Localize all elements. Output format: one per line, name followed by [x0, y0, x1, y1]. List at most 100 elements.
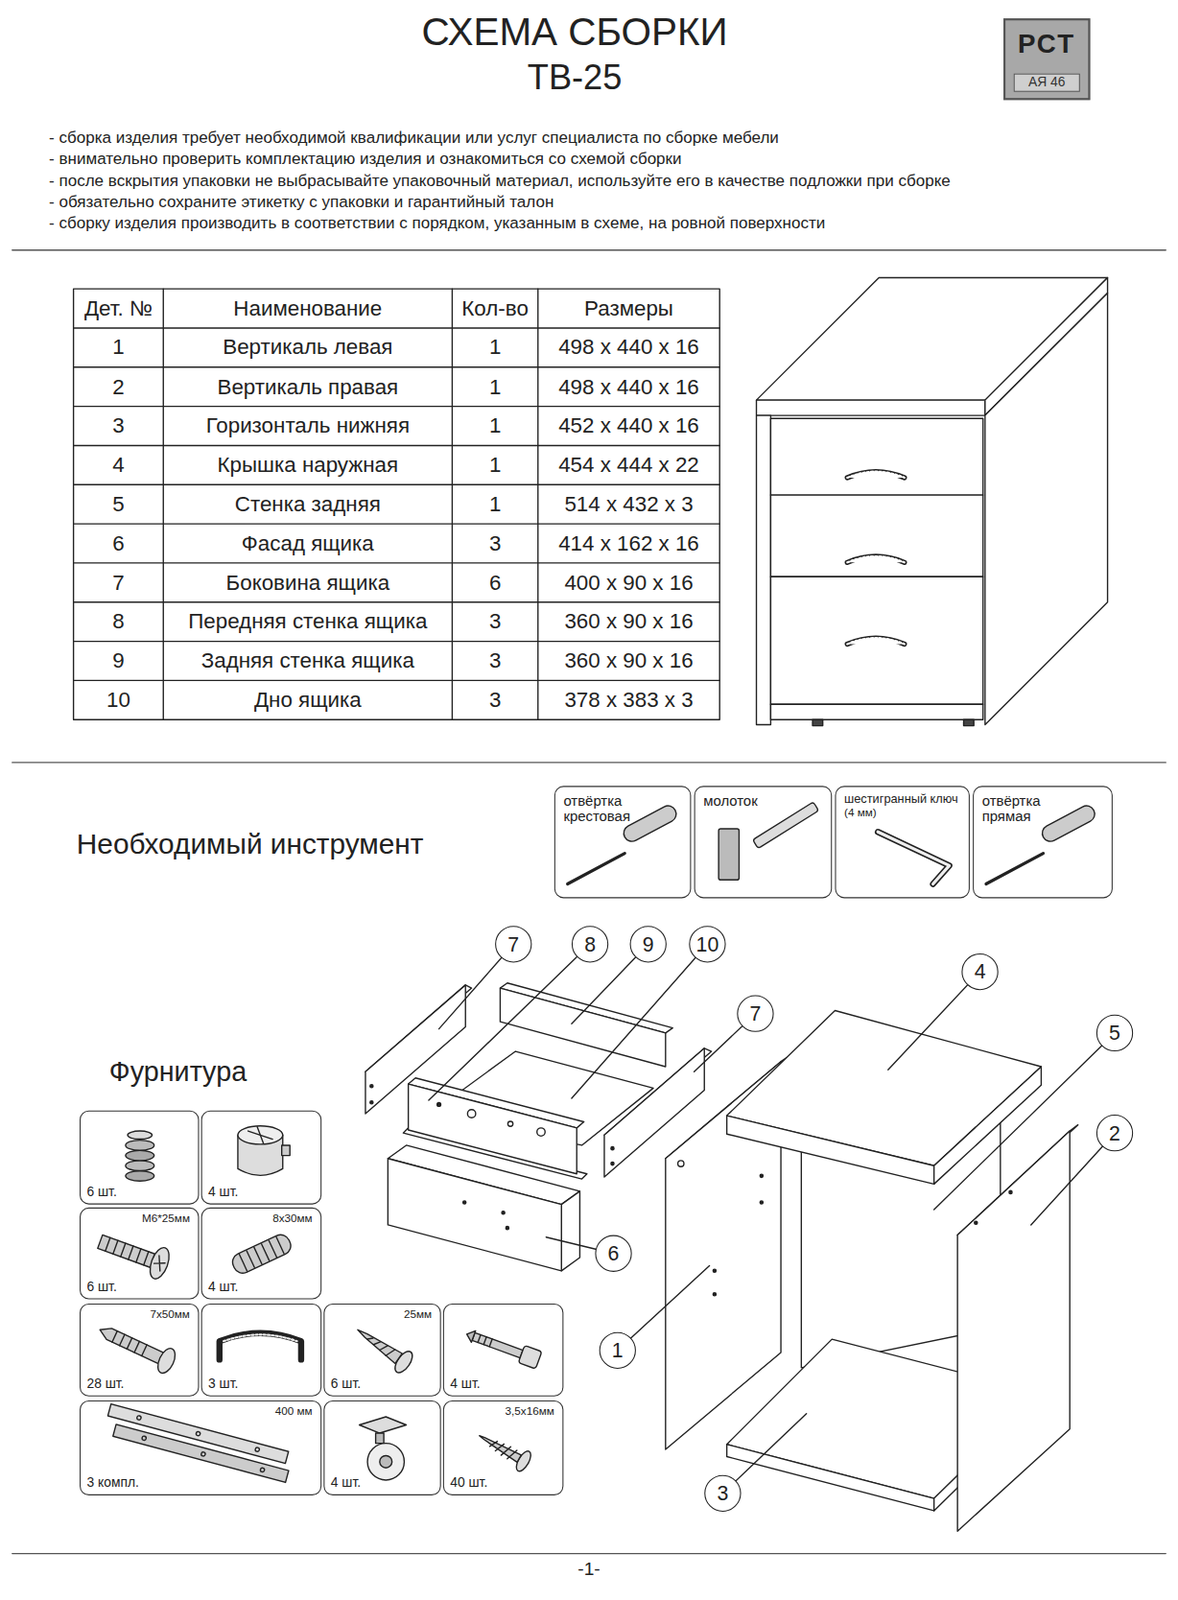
hardware-icon: [477, 1432, 522, 1462]
table-header: Дет. №: [73, 288, 165, 329]
hardware-icon: [112, 1331, 147, 1357]
parts-table-grid: [73, 640, 721, 642]
parts-table-grid: [451, 288, 453, 720]
instruction-note: - обязательно сохраните этикетку с упако…: [48, 192, 554, 213]
tool-icon: [567, 853, 626, 885]
assembled-cabinet: [770, 576, 983, 705]
exploded-drawer: [501, 1211, 505, 1215]
table-cell: 498 x 440 x 16: [538, 328, 720, 368]
callout-text: 6: [608, 1243, 620, 1264]
mark-code: АЯ 46: [1013, 73, 1081, 93]
exploded-drawer: [505, 1226, 509, 1230]
exploded-cabinet: [974, 1221, 978, 1225]
table-header: Размеры: [538, 288, 720, 329]
parts-table-grid: [73, 405, 721, 407]
table-cell: Дно ящика: [163, 680, 452, 720]
table-header: Наименование: [163, 288, 452, 329]
callout-number: 5: [1096, 1014, 1133, 1052]
hardware-icon: [464, 1328, 475, 1343]
exploded-drawer: [467, 1109, 476, 1119]
hardware-box: 7x50мм28 шт.: [79, 1303, 200, 1397]
callout-number: 1: [599, 1332, 637, 1369]
hardware-icon: [229, 1231, 294, 1276]
hardware-box: 4 шт.: [443, 1303, 565, 1397]
table-header: Кол-во: [451, 288, 538, 329]
exploded-cabinet: [934, 1066, 1042, 1184]
parts-table-grid: [163, 288, 165, 720]
table-cell: 8: [73, 602, 165, 642]
exploded-drawer: [611, 1162, 614, 1166]
assembled-cabinet: [770, 418, 983, 495]
tool-box: молоток: [694, 785, 833, 898]
exploded-drawer: [437, 1102, 442, 1107]
exploded-drawer: [365, 983, 712, 1272]
table-cell: 1: [451, 445, 538, 485]
hardware-box: 4 шт.: [323, 1400, 441, 1496]
mark-letters: РСТ: [1005, 30, 1088, 58]
hardware-icon: [477, 1335, 493, 1347]
callout-text: 9: [642, 934, 655, 955]
hardware-icon: [463, 1325, 542, 1369]
callout-number: 2: [1096, 1114, 1133, 1152]
hardware-quantity: 6 шт.: [330, 1376, 361, 1391]
callout-number: 9: [630, 925, 667, 963]
hardware-quantity: 4 шт.: [208, 1279, 238, 1295]
exploded-drawer: [387, 1158, 562, 1272]
table-cell: Боковина ящика: [163, 563, 452, 603]
hardware-box: 6 шт.: [79, 1110, 200, 1205]
hardware-size: 3,5x16мм: [505, 1404, 555, 1417]
hardware-icon: [127, 1130, 153, 1140]
exploded-cabinet: [759, 1201, 763, 1204]
table-cell: 3: [451, 680, 538, 720]
model-name: ТВ-25: [165, 57, 983, 98]
tool-icon: [877, 831, 949, 884]
table-cell: 1: [451, 328, 538, 368]
hardware-icon: [379, 1455, 393, 1468]
leader-line: [571, 943, 708, 1099]
hardware-icon: [96, 1323, 164, 1364]
hardware-icon: [136, 1414, 142, 1420]
hardware-quantity: 28 шт.: [86, 1376, 124, 1391]
table-cell: 454 x 444 x 22: [538, 445, 720, 485]
tool-icon: [986, 853, 1044, 885]
parts-table-grid: [73, 522, 721, 524]
hardware-quantity: 6 шт.: [86, 1184, 117, 1200]
leader-line: [934, 1033, 1115, 1210]
hardware-box: 3,5x16мм40 шт.: [443, 1400, 565, 1496]
table-cell: 3: [73, 406, 165, 447]
separator-line: [12, 1553, 1166, 1555]
table-cell: Передняя стенка ящика: [163, 602, 452, 642]
hardware-icon: [376, 1433, 385, 1444]
hardware-icon: [353, 1324, 402, 1364]
page-title: СХЕМА СБОРКИ: [165, 10, 983, 55]
assembled-cabinet: [812, 719, 824, 726]
hardware-size: 25мм: [403, 1307, 432, 1320]
callout-number: 8: [571, 925, 609, 963]
exploded-drawer: [611, 1147, 614, 1151]
exploded-cabinet: [712, 1293, 716, 1296]
tool-box: отвёртка крестовая: [554, 785, 692, 898]
tool-icon: [718, 828, 739, 880]
hardware-icon: [257, 1127, 263, 1144]
assembled-cabinet: [847, 637, 905, 644]
assembled-cabinet: [756, 277, 1108, 726]
exploded-cabinet: [678, 1160, 684, 1167]
hardware-icon: [94, 1318, 179, 1377]
parts-table-grid: [73, 288, 721, 720]
hardware-icon: [365, 1333, 396, 1359]
assembled-cabinet: [847, 556, 905, 563]
separator-line: [12, 761, 1166, 763]
table-cell: Вертикаль левая: [163, 328, 452, 368]
tool-box: отвёртка прямая: [972, 785, 1113, 898]
hardware-icon: [97, 1234, 157, 1268]
table-cell: 1: [451, 406, 538, 447]
hardware-icon: [105, 1237, 149, 1266]
table-cell: 3: [451, 641, 538, 682]
assembled-cabinet: [847, 471, 905, 478]
exploded-cabinet: [727, 1444, 935, 1511]
hardware-icon: [259, 1467, 265, 1473]
hardware-quantity: 6 шт.: [86, 1279, 117, 1295]
instruction-note: - внимательно проверить комплектацию изд…: [48, 149, 682, 169]
hardware-box: 400 мм3 компл.: [79, 1400, 322, 1496]
table-cell: 360 x 90 x 16: [538, 602, 720, 642]
